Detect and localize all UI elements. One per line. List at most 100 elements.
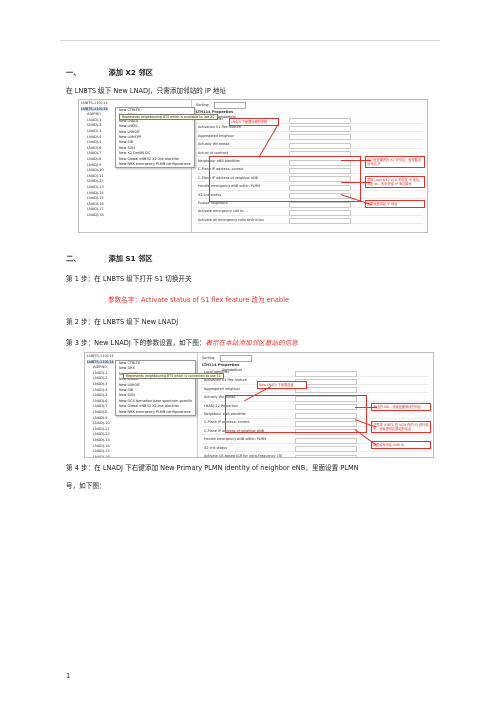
tree-item[interactable]: LNADJ-16 <box>87 201 104 206</box>
property-row[interactable]: Activate UE-based IGR for intra-Frequenc… <box>202 454 429 457</box>
property-value-field[interactable] <box>295 437 357 444</box>
tree-item[interactable]: LNADJ-13 <box>93 438 110 442</box>
tree-item[interactable]: LNADJ-18 <box>87 213 104 217</box>
property-value-field[interactable] <box>289 218 351 225</box>
property-value-field[interactable] <box>289 142 351 149</box>
tree-item[interactable]: LNADJ-12 <box>87 179 104 184</box>
context-menu-item[interactable]: New CTRLTS <box>119 361 140 365</box>
tree-item[interactable]: LNADJ-14 <box>93 443 110 448</box>
property-value-field[interactable] <box>295 446 357 453</box>
tree-item[interactable]: LNADJ-9 <box>87 162 102 167</box>
property-row[interactable]: Handle emergency eNB within PLMN <box>202 437 429 444</box>
context-menu-item[interactable]: New NRX emergency PLMN configurations <box>119 161 191 166</box>
tree-item[interactable]: LNADJ-10 <box>93 421 110 426</box>
context-menu-item[interactable]: New SIB <box>119 140 133 145</box>
context-menu-item[interactable]: New CTRLTS <box>119 108 140 112</box>
property-row[interactable]: Neighbour eNB identifier <box>202 412 429 419</box>
tree-item[interactable]: LNADJ-15 <box>93 449 110 454</box>
tree-item[interactable]: ADIPNO <box>93 365 107 370</box>
tree-item[interactable]: LNADJ-6 <box>93 398 108 403</box>
context-menu-item[interactable]: New LNADJ <box>119 118 138 123</box>
tree-item[interactable]: LNADJ-8 <box>93 410 108 414</box>
property-row[interactable]: Neighbour eNB identifier <box>196 159 423 166</box>
tree-item[interactable]: LNBTS-110114 <box>87 359 114 364</box>
tree-item[interactable]: LNADJ-6 <box>87 145 102 150</box>
tree-item[interactable]: LNBTS-110114 <box>81 101 108 105</box>
property-value-field[interactable] <box>289 167 351 175</box>
property-row[interactable]: X2 link status <box>202 446 429 453</box>
tree-item[interactable]: LNADJ-7 <box>87 151 102 156</box>
tree-item[interactable]: LNADJ-7 <box>93 404 108 409</box>
property-value-field[interactable] <box>295 370 357 377</box>
property-value-field[interactable] <box>289 184 351 191</box>
tree-item[interactable]: LNADJ-17 <box>87 207 104 212</box>
property-row[interactable]: C-Plane IP address: correct <box>196 167 423 175</box>
tree-item[interactable]: LNADJ-3 <box>93 382 108 386</box>
sorting-select[interactable]: Alphabetical <box>220 355 252 372</box>
property-row[interactable]: Local identifier <box>202 370 429 377</box>
context-menu-item[interactable]: New GCS formation base spectrum specific <box>119 398 193 403</box>
property-value-field[interactable] <box>289 117 351 124</box>
tree-item[interactable]: LNADJ-2 <box>93 376 108 381</box>
property-value-field[interactable] <box>289 159 351 166</box>
tree-item[interactable]: ADIPNO <box>87 112 101 117</box>
context-menu-item[interactable]: New X2 OmNN DC <box>119 151 151 156</box>
tree-item[interactable]: LNADJ-5 <box>87 140 102 145</box>
context-menu-item[interactable]: New SIB <box>119 387 133 392</box>
property-row[interactable]: Activate all emergency calls restriction <box>196 218 423 225</box>
tree-item[interactable]: LNADJ-16 <box>93 454 110 458</box>
property-row[interactable]: C-Plane IP address: correct <box>202 420 429 428</box>
property-value-field[interactable] <box>295 387 357 394</box>
tree-item[interactable]: LNADJ-9 <box>93 415 108 420</box>
property-value-field[interactable] <box>289 125 351 133</box>
property-value-field[interactable] <box>289 201 351 208</box>
context-menu-item[interactable]: New LNHOIF <box>119 382 141 387</box>
property-value-field[interactable] <box>295 454 357 457</box>
tree-item[interactable]: LNADJ-4 <box>87 134 102 139</box>
context-menu-item[interactable]: New NRX emergency PLMN configurations <box>119 409 191 414</box>
tree-item[interactable]: LNADJ-2 <box>87 123 102 128</box>
context-menu-item[interactable]: New Global eNB ID X2-link blacklist <box>119 156 179 161</box>
tree-item[interactable]: LNADJ-1 <box>87 117 102 122</box>
property-value-field[interactable] <box>295 420 357 428</box>
tree-item[interactable]: LNADJ-8 <box>87 157 102 161</box>
tree-item[interactable]: LNADJ-15 <box>87 196 104 201</box>
tree-item[interactable]: LNADJ-13 <box>87 185 104 189</box>
property-row[interactable]: Activation S1 flex feature <box>202 378 429 386</box>
property-row[interactable]: Activate emergency call to ... <box>196 209 423 217</box>
context-menu-item[interactable]: New LNCEL <box>119 124 139 129</box>
sorting-select[interactable]: Alphabetical <box>214 102 246 119</box>
context-menu-item[interactable]: New LNMOPF <box>119 134 142 139</box>
tree-item[interactable]: LNADJ-4 <box>93 387 108 392</box>
property-value-field[interactable] <box>295 412 357 419</box>
property-row[interactable]: Activation S1 flex feature <box>196 125 423 133</box>
tree-item[interactable]: LNADJ-10 <box>87 168 104 173</box>
property-value-field[interactable] <box>295 395 357 402</box>
property-value-field[interactable] <box>289 209 351 217</box>
property-value-field[interactable] <box>289 193 351 200</box>
context-menu-item[interactable]: New DRX <box>119 366 135 371</box>
tree-item[interactable]: LNADJ-3 <box>87 129 102 133</box>
property-row[interactable]: Aggregated neighbor <box>196 134 423 141</box>
tree-item[interactable]: LNADJ-11 <box>87 173 104 178</box>
property-row[interactable]: Actually Wii ahead <box>202 395 429 402</box>
tree-item[interactable]: LNADJ-1 <box>93 370 108 375</box>
context-menu-item[interactable]: New LNHOIF <box>119 129 141 134</box>
property-row[interactable]: Actually Wii ahead <box>196 142 423 149</box>
property-row[interactable]: C-Plane IP address of neighbor eNB <box>196 176 423 183</box>
context-menu-item[interactable]: New LNCEL <box>119 377 139 382</box>
property-row[interactable]: Enable neighbour <box>196 201 423 208</box>
tree-item[interactable]: LNADJ-5 <box>93 393 108 398</box>
tree-item[interactable]: LNBTS-110114 <box>87 354 114 358</box>
property-row[interactable]: Handle emergency eNB within PLMN <box>196 184 423 191</box>
context-menu-item[interactable]: New Global eNB ID X2-link blacklist <box>119 404 179 409</box>
tree-item[interactable]: LNADJ-12 <box>93 432 110 437</box>
tree-item[interactable]: LNADJ-14 <box>87 190 104 195</box>
tree-item[interactable]: LNADJ-11 <box>93 426 110 431</box>
context-menu-item[interactable]: New SON <box>119 393 135 398</box>
property-row[interactable]: Aggregated neighbor <box>202 387 429 394</box>
tree-item[interactable]: LNBTS-110114 <box>81 106 108 111</box>
context-menu-item[interactable]: New SON <box>119 145 135 150</box>
property-value-field[interactable] <box>289 176 351 183</box>
